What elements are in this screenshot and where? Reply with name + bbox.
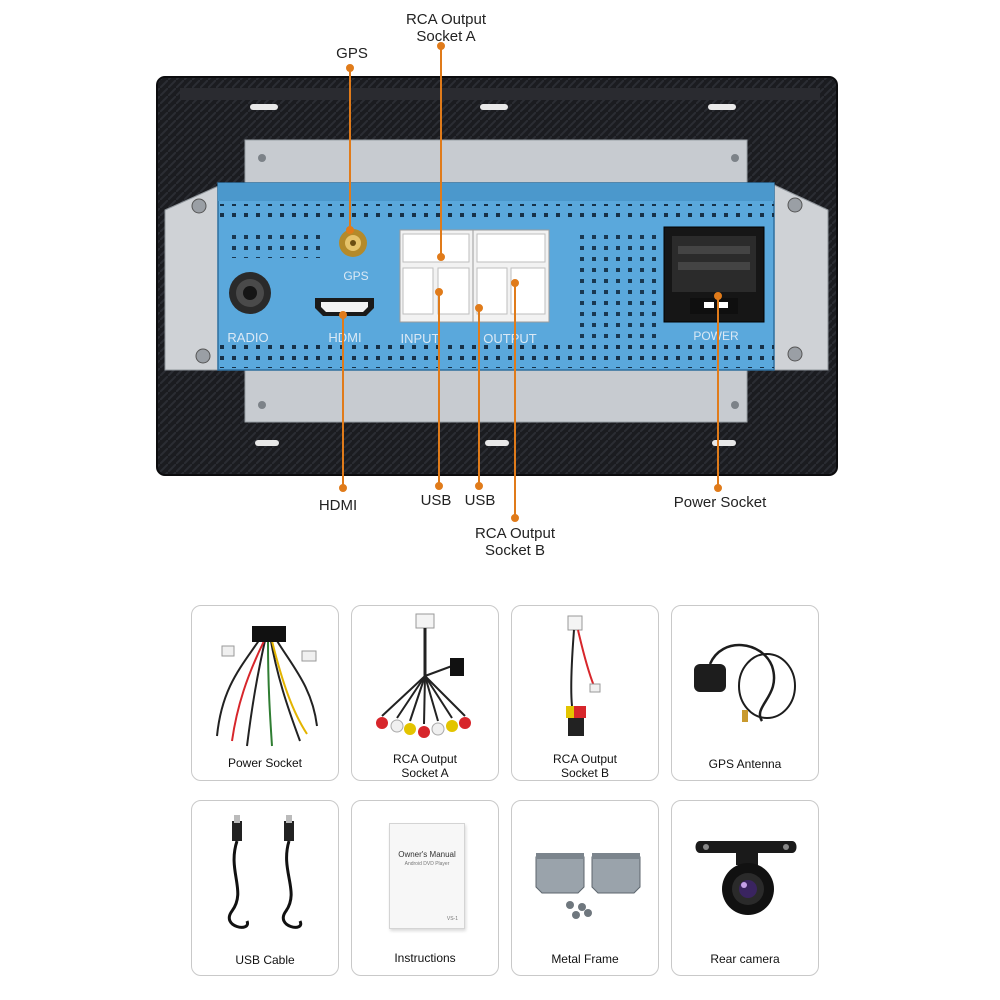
panel-label-power: POWER xyxy=(693,329,739,343)
accessory-card-rca-output-a: RCA Output Socket A xyxy=(351,605,499,781)
accessory-label: Instructions xyxy=(394,951,456,965)
accessory-label: Metal Frame xyxy=(551,952,619,966)
callout-rca-a-line1: RCA Output xyxy=(405,11,487,28)
power-socket xyxy=(663,226,765,323)
callout-usb-2: USB xyxy=(464,492,496,509)
panel-label-input: INPUT xyxy=(401,331,440,346)
accessory-label-line1: RCA Output xyxy=(552,752,618,766)
power-harness-icon xyxy=(216,626,318,747)
manual-title: Owner's Manual xyxy=(398,850,456,859)
accessory-label: RCA Output Socket B xyxy=(512,752,658,780)
callout-rca-output-b: RCA Output Socket B xyxy=(455,525,575,559)
panel-label-gps: GPS xyxy=(343,269,368,283)
callout-power-socket: Power Socket xyxy=(673,494,767,511)
accessory-label: RCA Output Socket A xyxy=(352,752,498,780)
accessory-card-rear-camera: Rear camera xyxy=(671,800,819,976)
accessory-card-power-socket: Power Socket xyxy=(191,605,339,781)
manual-icon: Owner's Manual Android DVD Player VS-1 xyxy=(389,823,465,929)
callout-rca-b-line2: Socket B xyxy=(484,542,546,559)
callout-gps: GPS xyxy=(336,45,368,62)
accessory-label: Rear camera xyxy=(710,952,780,966)
accessory-card-instructions: Owner's Manual Android DVD Player VS-1 I… xyxy=(351,800,499,976)
accessory-card-usb-cable: USB Cable xyxy=(191,800,339,976)
gps-socket xyxy=(339,229,367,257)
manual-subtitle: Android DVD Player xyxy=(404,861,450,867)
radio-socket xyxy=(229,272,271,314)
manual-code: VS-1 xyxy=(446,916,458,922)
callout-rca-output-a: RCA Output Socket A xyxy=(386,11,506,45)
panel-label-output: OUTPUT xyxy=(483,331,537,346)
hdmi-socket xyxy=(315,298,374,316)
accessory-card-rca-output-b: RCA Output Socket B xyxy=(511,605,659,781)
rca-cable-a-icon xyxy=(376,613,471,738)
accessory-label: GPS Antenna xyxy=(708,757,782,771)
accessory-label-line1: RCA Output xyxy=(392,752,458,766)
accessory-card-gps-antenna: GPS Antenna xyxy=(671,605,819,781)
io-connector-block xyxy=(399,229,550,323)
callout-rca-b-line1: RCA Output xyxy=(474,525,556,542)
callout-usb-1: USB xyxy=(420,492,452,509)
accessory-label: USB Cable xyxy=(235,953,295,967)
accessory-label-line2: Socket A xyxy=(401,766,449,780)
panel-label-hdmi: HDMI xyxy=(328,330,361,345)
callout-rca-a-line2: Socket A xyxy=(416,28,476,45)
gps-antenna-icon xyxy=(694,643,796,722)
rca-cable-b-icon xyxy=(566,615,601,736)
usb-cable-icon xyxy=(228,815,303,929)
accessory-label-line2: Socket B xyxy=(560,766,610,780)
metal-frame-icon xyxy=(535,853,641,919)
callout-hdmi: HDMI xyxy=(318,497,358,514)
panel-label-radio: RADIO xyxy=(227,330,268,345)
unit-rear-diagram: RADIO HDMI GPS INPUT OUTPUT POWER xyxy=(156,42,838,522)
rear-camera-icon xyxy=(695,841,797,915)
accessory-card-metal-frame: Metal Frame xyxy=(511,800,659,976)
accessory-label: Power Socket xyxy=(227,756,303,770)
